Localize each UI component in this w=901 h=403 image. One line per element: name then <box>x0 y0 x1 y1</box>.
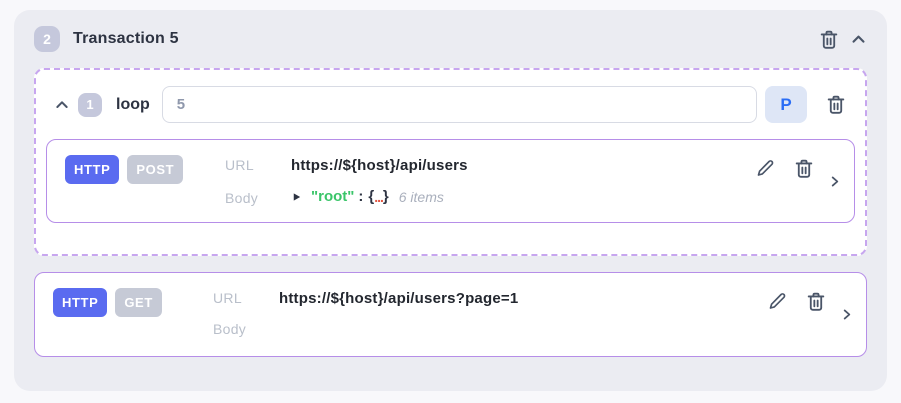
pencil-icon <box>756 157 776 178</box>
collapse-transaction-button[interactable] <box>850 31 867 48</box>
request-badges: HTTP POST <box>65 155 225 222</box>
json-items-count: 6 items <box>398 188 444 205</box>
body-label: Body <box>213 321 247 337</box>
request-fields: URL https://${host}/api/users?page=1 Bod… <box>213 290 768 356</box>
url-row: URL https://${host}/api/users?page=1 <box>213 290 768 307</box>
loop-label: loop <box>116 95 150 113</box>
json-key: "root" <box>311 188 355 205</box>
triangle-expander-icon[interactable] <box>291 191 302 203</box>
transaction-title: Transaction 5 <box>73 30 179 47</box>
trash-icon <box>825 93 847 116</box>
url-label: URL <box>225 157 254 173</box>
json-colon: : <box>358 188 364 205</box>
delete-request-button[interactable] <box>805 290 827 313</box>
loop-count-input[interactable] <box>161 86 757 123</box>
request-fields: URL https://${host}/api/users Body "root… <box>225 157 756 222</box>
loop-container: 1 loop P HTTP POST URL <box>34 68 867 256</box>
loop-header: 1 loop P <box>54 86 851 123</box>
transaction-index-badge: 2 <box>34 26 60 52</box>
url-row: URL https://${host}/api/users <box>225 157 756 174</box>
url-value: https://${host}/api/users?page=1 <box>279 290 519 307</box>
body-label: Body <box>225 189 259 206</box>
request-actions <box>768 290 827 356</box>
chevron-right-icon <box>840 307 854 322</box>
collapse-loop-button[interactable] <box>54 97 70 113</box>
transaction-header: 2 Transaction 5 <box>34 10 867 68</box>
edit-request-button[interactable] <box>768 290 788 311</box>
open-request-button[interactable] <box>828 174 842 189</box>
pencil-icon <box>768 290 788 311</box>
trash-icon <box>805 290 827 313</box>
request-row-get: HTTP GET URL https://${host}/api/users?p… <box>34 272 867 357</box>
delete-request-button[interactable] <box>793 157 815 180</box>
open-request-button[interactable] <box>840 307 854 322</box>
json-close-brace: } <box>382 188 389 205</box>
body-json-preview: "root" : { ... } 6 items <box>291 188 444 205</box>
protocol-badge: HTTP <box>53 288 108 317</box>
request-actions <box>756 157 815 222</box>
request-badges: HTTP GET <box>53 288 213 356</box>
method-badge: GET <box>115 288 162 317</box>
trash-icon <box>818 28 840 51</box>
json-open-brace: { <box>368 188 375 205</box>
body-row: Body "root" : { ... } 6 items <box>225 188 756 206</box>
chevron-up-icon <box>54 97 70 113</box>
parameterize-button[interactable]: P <box>765 86 807 123</box>
protocol-badge: HTTP <box>65 155 120 184</box>
loop-index-badge: 1 <box>78 92 102 117</box>
delete-loop-button[interactable] <box>825 93 847 116</box>
trash-icon <box>793 157 815 180</box>
transaction-card: 2 Transaction 5 1 <box>14 10 887 391</box>
chevron-up-icon <box>850 31 867 48</box>
url-value: https://${host}/api/users <box>291 157 468 174</box>
method-badge: POST <box>127 155 184 184</box>
json-collapsed-dots: ... <box>374 188 384 205</box>
delete-transaction-button[interactable] <box>818 28 840 51</box>
request-row-post: HTTP POST URL https://${host}/api/users … <box>46 139 855 223</box>
body-row: Body <box>213 321 768 337</box>
edit-request-button[interactable] <box>756 157 776 178</box>
chevron-right-icon <box>828 174 842 189</box>
url-label: URL <box>213 290 242 306</box>
